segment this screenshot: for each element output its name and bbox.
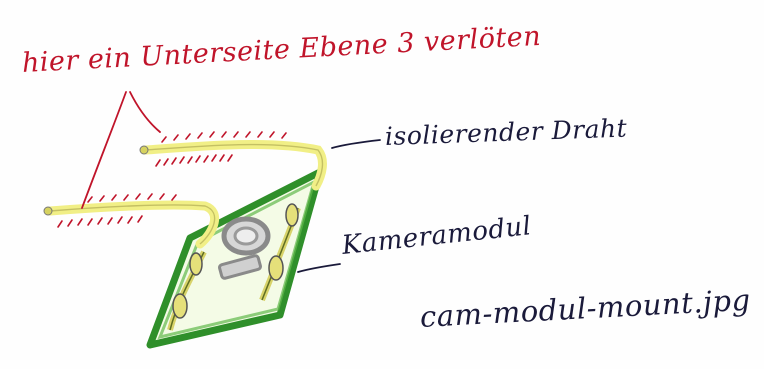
camera-module: [146, 168, 324, 349]
insulated-wire-lower: [43, 200, 220, 249]
solder-hatch-upper: [155, 131, 287, 167]
leader-lines: [81, 91, 381, 273]
camera-module-board: [146, 168, 324, 349]
insulated-wire-upper: [139, 140, 327, 191]
solder-hatch-lower: [57, 193, 177, 228]
lens-icon: [218, 216, 271, 280]
